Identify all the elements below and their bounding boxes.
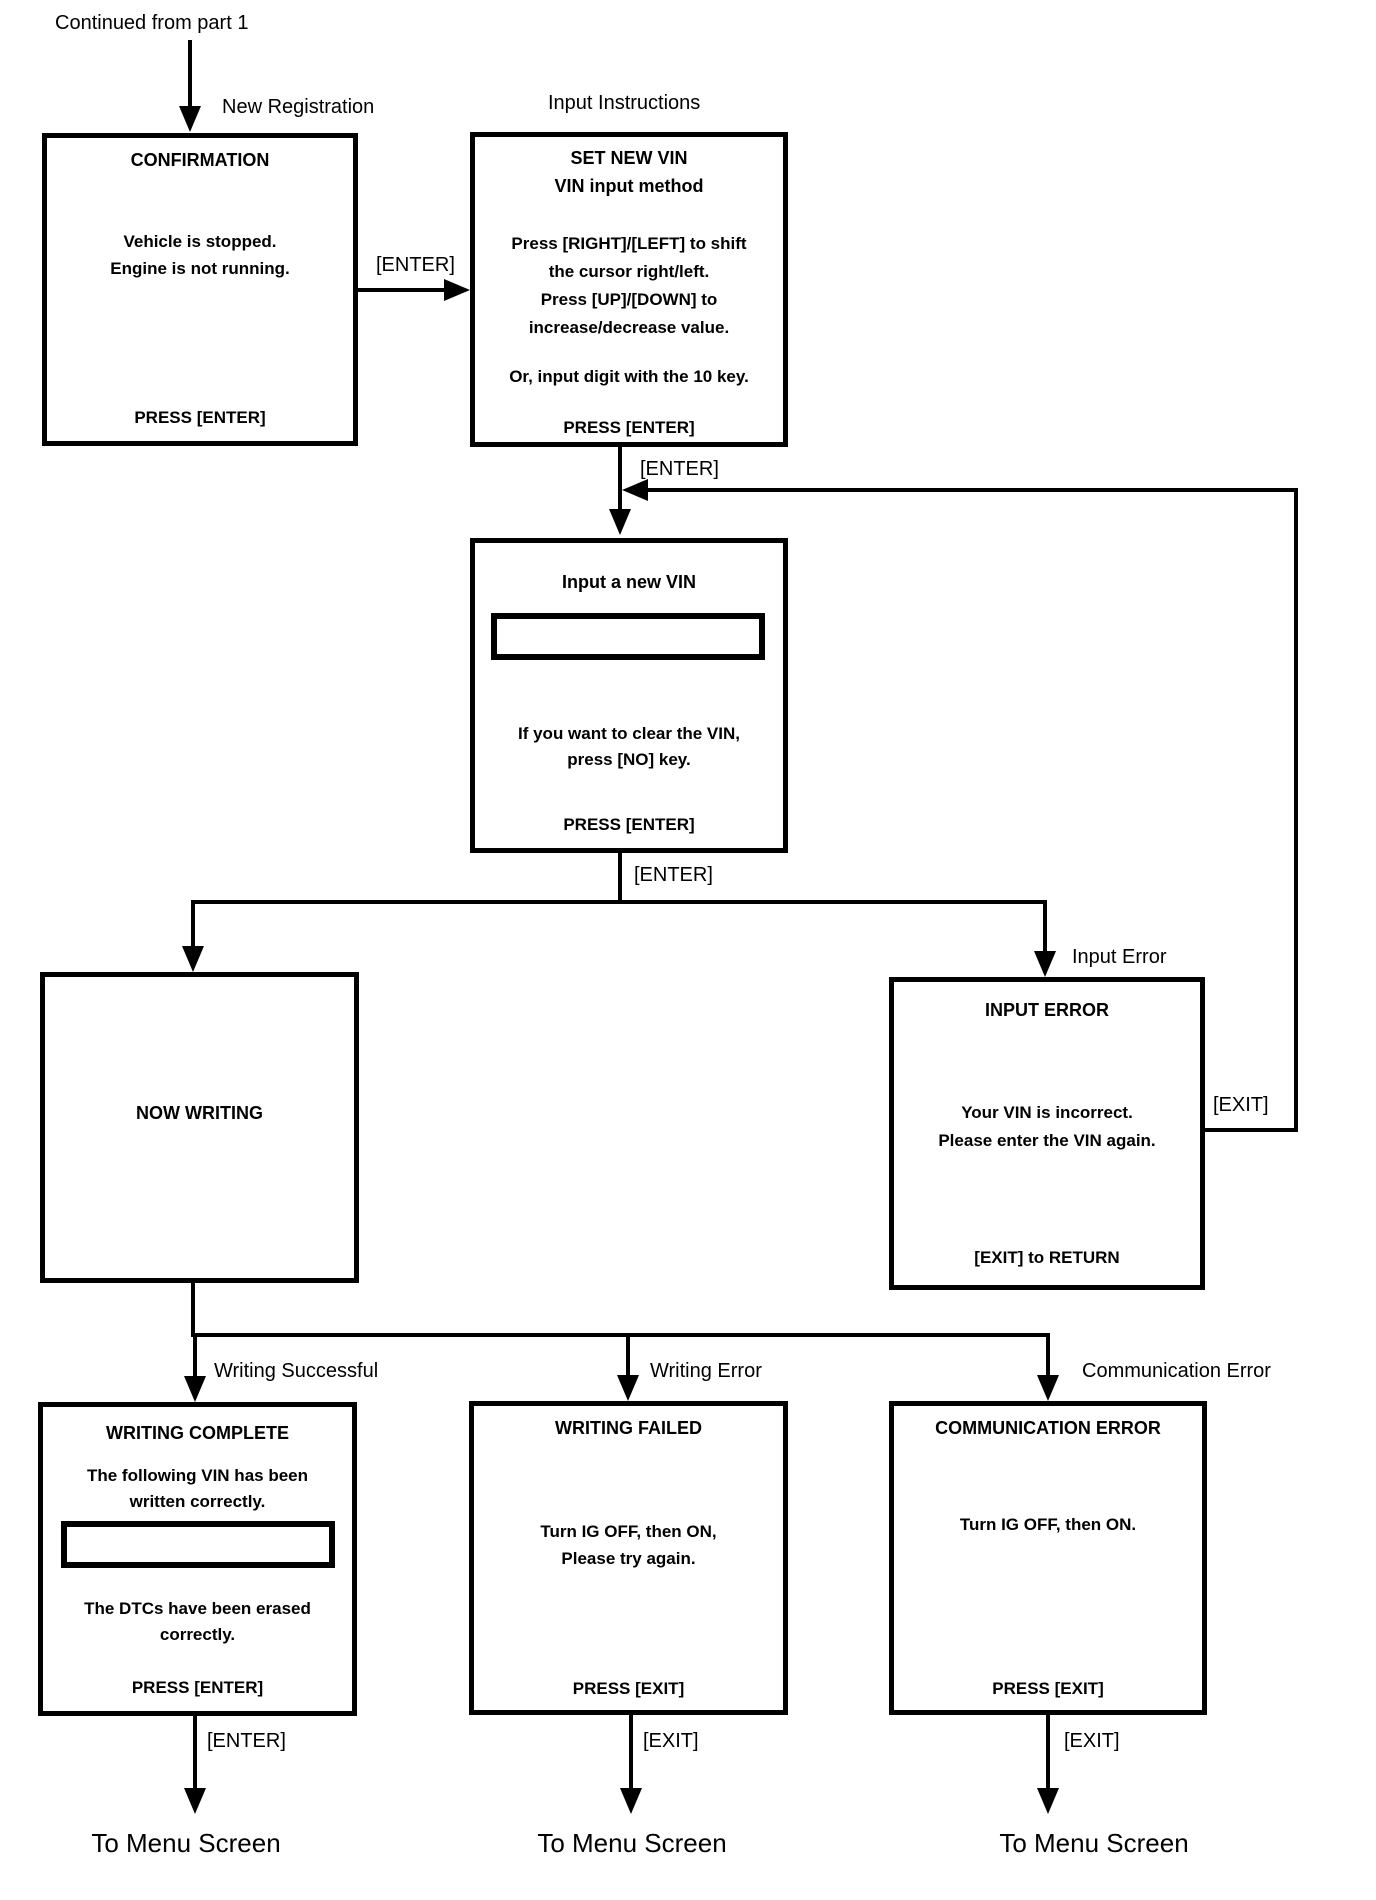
instructions-footer: PRESS [ENTER] (563, 418, 695, 437)
input-instructions-node: SET NEW VIN VIN input method Press [RIGH… (470, 132, 788, 447)
split-to-complete-line (193, 1333, 197, 1378)
input-error-line: Please enter the VIN again. (938, 1131, 1156, 1150)
communication-error-node: COMMUNICATION ERROR Turn IG OFF, then ON… (889, 1401, 1207, 1715)
writing-complete-title: WRITING COMPLETE (106, 1423, 289, 1443)
instructions-line: increase/decrease value. (528, 318, 730, 337)
enter-edge-label: [ENTER] (640, 458, 719, 480)
writing-complete-line: The following VIN has been (86, 1466, 309, 1485)
right-arrowhead-icon (444, 279, 470, 301)
input-vin-node: Input a new VIN If you want to clear the… (470, 538, 788, 853)
comm-error-to-menu-line (1046, 1715, 1050, 1790)
down-arrowhead-icon (609, 509, 631, 535)
writing-failed-line: Please try again. (561, 1549, 696, 1568)
left-arrowhead-icon (622, 479, 648, 501)
down-arrowhead-icon (617, 1375, 639, 1401)
confirmation-to-instructions-line (358, 288, 448, 292)
writing-error-branch-label: Writing Error (650, 1360, 762, 1382)
confirmation-node: CONFIRMATION Vehicle is stopped. Engine … (42, 133, 358, 446)
error-return-exit-line (1205, 1128, 1298, 1132)
failed-to-menu-line (629, 1715, 633, 1790)
instructions-line: SET NEW VIN (570, 148, 688, 168)
confirmation-title: CONFIRMATION (130, 150, 270, 170)
confirmation-line: Engine is not running. (110, 259, 290, 278)
continued-from-label: Continued from part 1 (55, 12, 249, 34)
writing-complete-line: written correctly. (129, 1492, 266, 1511)
communication-error-branch-label: Communication Error (1082, 1360, 1271, 1382)
now-writing-title: NOW WRITING (136, 1103, 263, 1123)
writing-successful-branch-label: Writing Successful (214, 1360, 379, 1382)
instructions-line: Press [RIGHT]/[LEFT] to shift (511, 234, 747, 253)
writing-to-split-line (191, 1283, 195, 1337)
now-writing-node: NOW WRITING (40, 972, 359, 1283)
writing-complete-node: WRITING COMPLETE The following VIN has b… (38, 1402, 357, 1716)
enter-edge-label: [ENTER] (207, 1730, 286, 1752)
input-instructions-branch-label: Input Instructions (548, 92, 701, 114)
input-error-branch-label: Input Error (1072, 946, 1167, 968)
instructions-line: Press [UP]/[DOWN] to (540, 290, 718, 309)
to-menu-screen-terminal: To Menu Screen (537, 1828, 727, 1858)
down-arrowhead-icon (1037, 1375, 1059, 1401)
complete-to-menu-line (193, 1716, 197, 1790)
split-to-writing-line (191, 900, 195, 948)
entry-connector-line (188, 40, 192, 110)
error-return-right-line (1294, 488, 1298, 1132)
exit-edge-label: [EXIT] (643, 1730, 699, 1752)
writing-complete-footer: PRESS [ENTER] (131, 1678, 264, 1697)
input-error-title: INPUT ERROR (984, 1000, 1109, 1020)
communication-error-line: Turn IG OFF, then ON. (959, 1515, 1137, 1534)
writing-failed-node: WRITING FAILED Turn IG OFF, then ON, Ple… (469, 1401, 788, 1715)
down-arrowhead-icon (1037, 1788, 1059, 1814)
to-menu-screen-terminal: To Menu Screen (999, 1828, 1189, 1858)
input-vin-line: If you want to clear the VIN, (518, 724, 740, 743)
exit-edge-label: [EXIT] (1213, 1094, 1269, 1116)
down-arrowhead-icon (182, 946, 204, 972)
writing-failed-line: Turn IG OFF, then ON, (540, 1522, 717, 1541)
enter-edge-label: [ENTER] (634, 864, 713, 886)
communication-error-title: COMMUNICATION ERROR (935, 1418, 1161, 1438)
input-to-split-line (618, 853, 622, 904)
down-arrowhead-icon (620, 1788, 642, 1814)
entry-arrowhead-icon (179, 106, 201, 132)
writing-failed-title: WRITING FAILED (555, 1418, 702, 1438)
instructions-line: VIN input method (554, 176, 704, 196)
split-to-comm-error-line (1046, 1333, 1050, 1378)
input-error-footer: [EXIT] to RETURN (974, 1248, 1120, 1267)
split-to-failed-line (626, 1333, 630, 1378)
written-vin-field (61, 1521, 335, 1568)
communication-error-footer: PRESS [EXIT] (992, 1679, 1104, 1698)
exit-edge-label: [EXIT] (1064, 1730, 1120, 1752)
down-arrowhead-icon (184, 1376, 206, 1402)
input-vin-line: press [NO] key. (567, 750, 691, 769)
vin-input-field (491, 613, 765, 660)
new-registration-branch-label: New Registration (222, 96, 375, 118)
confirmation-footer: PRESS [ENTER] (134, 408, 266, 427)
down-arrowhead-icon (184, 1788, 206, 1814)
input-vin-title: Input a new VIN (561, 572, 696, 592)
instructions-to-input-line (618, 447, 622, 511)
instructions-line: Or, input digit with the 10 key. (509, 367, 749, 386)
instructions-line: the cursor right/left. (548, 262, 710, 281)
split-to-error-line (1043, 900, 1047, 953)
down-arrowhead-icon (1034, 951, 1056, 977)
enter-edge-label: [ENTER] (376, 254, 455, 276)
outcome-split-line (191, 1333, 1050, 1337)
result-split-line (191, 900, 1047, 904)
input-error-line: Your VIN is incorrect. (961, 1103, 1133, 1122)
input-error-node: INPUT ERROR Your VIN is incorrect. Pleas… (889, 977, 1205, 1290)
writing-complete-line: The DTCs have been erased (84, 1599, 311, 1618)
to-menu-screen-terminal: To Menu Screen (91, 1828, 281, 1858)
confirmation-line: Vehicle is stopped. (123, 232, 277, 251)
writing-failed-footer: PRESS [EXIT] (572, 1679, 685, 1698)
input-vin-footer: PRESS [ENTER] (563, 815, 695, 834)
writing-complete-line: correctly. (159, 1625, 236, 1644)
error-return-top-line (646, 488, 1298, 492)
